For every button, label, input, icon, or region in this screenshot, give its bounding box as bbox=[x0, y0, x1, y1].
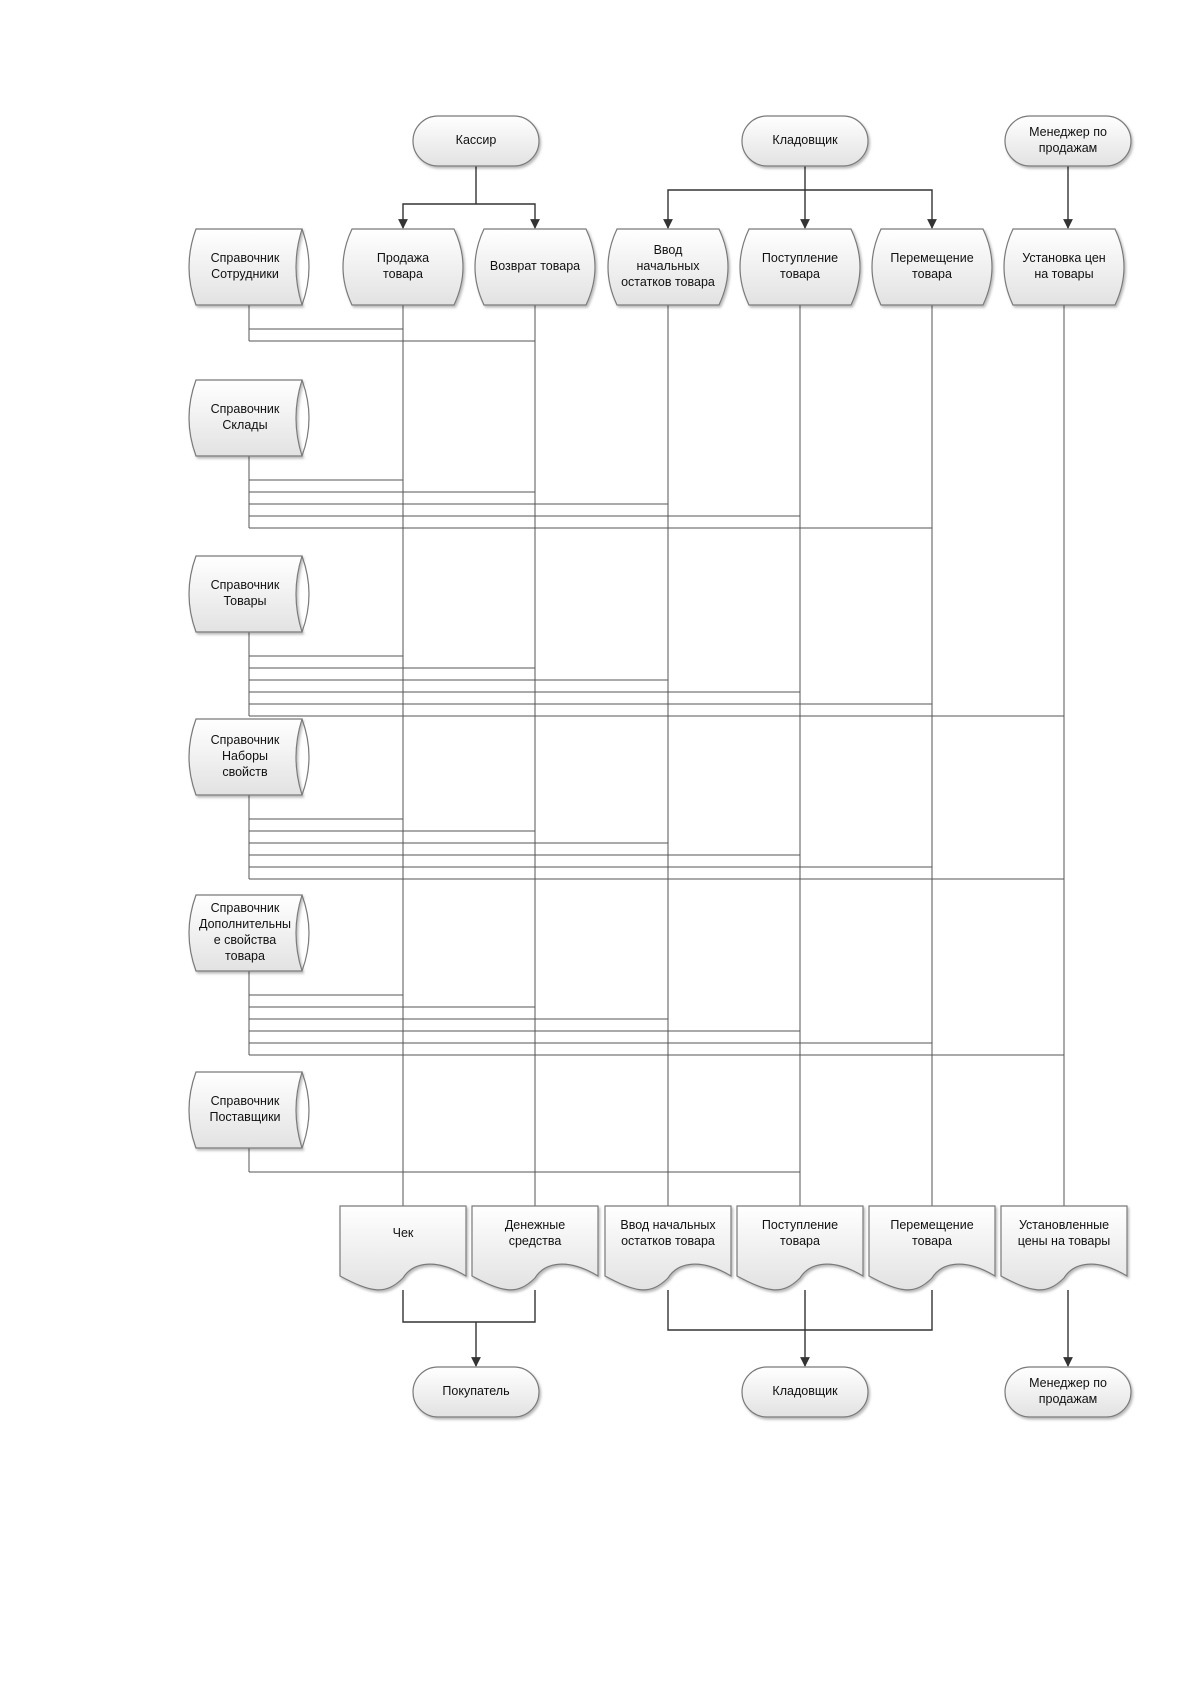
flow-arrows bbox=[398, 166, 1073, 1367]
arrow-to-return bbox=[476, 203, 540, 229]
actor-storekeeper-label: Кладовщик bbox=[772, 133, 838, 147]
actor-buyer[interactable]: Покупатель bbox=[412, 1366, 540, 1418]
docs-to-buyer-merge bbox=[402, 1290, 536, 1323]
arrow-to-initial bbox=[663, 189, 805, 229]
actor-cashier-label: Кассир bbox=[456, 133, 497, 147]
process-return[interactable]: Возврат товара bbox=[474, 228, 596, 306]
arrow-to-transfer bbox=[805, 189, 937, 229]
actor-storekeeper_out-label: Кладовщик bbox=[772, 1384, 838, 1398]
docs-to-storekeeper-merge bbox=[667, 1290, 933, 1331]
actor-buyer-label: Покупатель bbox=[442, 1384, 509, 1398]
document-check[interactable]: Чек bbox=[339, 1205, 467, 1291]
actor-storekeeper_out[interactable]: Кладовщик bbox=[741, 1366, 869, 1418]
arrow-to-sale bbox=[398, 203, 476, 229]
actor-cashier[interactable]: Кассир bbox=[412, 115, 540, 167]
process-return-label: Возврат товара bbox=[490, 259, 580, 273]
reference-connector-lines bbox=[248, 305, 1065, 1206]
document-check-label: Чек bbox=[393, 1226, 414, 1240]
actor-storekeeper[interactable]: Кладовщик bbox=[741, 115, 869, 167]
